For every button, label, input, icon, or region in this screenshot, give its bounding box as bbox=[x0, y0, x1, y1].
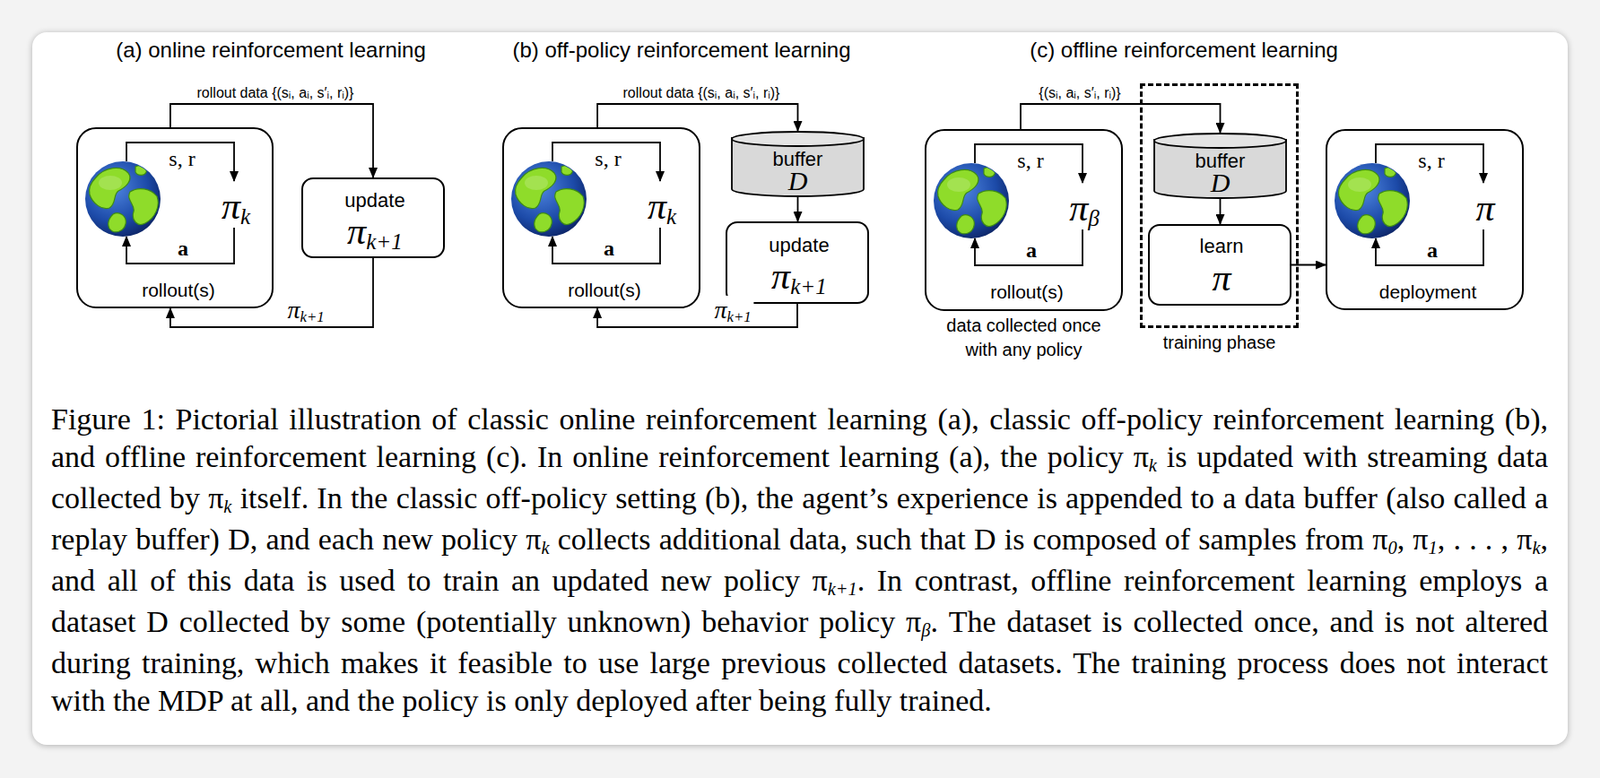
loop-arrow bbox=[552, 142, 661, 182]
subscript: 1 bbox=[1428, 538, 1438, 558]
connector-arrow bbox=[170, 104, 374, 178]
action-label: a bbox=[1426, 238, 1438, 264]
subscript: k+1 bbox=[827, 579, 858, 600]
box-label: rollout(s) bbox=[567, 279, 642, 302]
loop-arrow bbox=[552, 227, 661, 264]
cylinder-lid bbox=[731, 131, 864, 147]
state-reward-label: s, r bbox=[594, 147, 621, 173]
rollout-box: s, r πk a rollout(s) bbox=[76, 127, 274, 309]
policy-symbol: πk bbox=[647, 184, 677, 228]
note-label: data collected once with any policy bbox=[930, 313, 1119, 363]
loop-arrow bbox=[1375, 144, 1484, 183]
policy-symbol: πβ bbox=[1069, 186, 1100, 230]
dataset-symbol: D bbox=[1210, 167, 1231, 200]
edge-label: {(sᵢ, aᵢ, s′ᵢ, rᵢ)} bbox=[1036, 85, 1122, 102]
subscript: k+1 bbox=[790, 274, 827, 299]
loop-arrow bbox=[126, 142, 235, 182]
subscript: k bbox=[240, 204, 251, 229]
policy-symbol: πk bbox=[221, 184, 251, 228]
subscript: k bbox=[1148, 455, 1157, 476]
state-reward-label: s, r bbox=[1017, 148, 1044, 174]
action-label: a bbox=[603, 236, 615, 262]
box-label: rollout(s) bbox=[990, 281, 1064, 304]
region-label: training phase bbox=[1163, 332, 1277, 354]
subscript: k+1 bbox=[726, 308, 751, 326]
cylinder-lid bbox=[1154, 133, 1287, 148]
box-heading: learn bbox=[1200, 234, 1244, 258]
panel-title: (b) off-policy reinforcement learning bbox=[512, 37, 851, 63]
loop-arrow bbox=[974, 144, 1083, 183]
earth-globe bbox=[511, 161, 587, 237]
edge-label: rollout data {(sᵢ, aᵢ, s′ᵢ, rᵢ)} bbox=[195, 85, 357, 102]
box-heading: update bbox=[344, 189, 405, 212]
subscript: k+1 bbox=[365, 229, 403, 254]
loop-arrow bbox=[1375, 229, 1484, 266]
subscript: β bbox=[921, 620, 931, 641]
update-box: updateπk+1 bbox=[301, 177, 445, 259]
earth-globe bbox=[933, 163, 1009, 239]
policy-symbol: π bbox=[1211, 256, 1231, 300]
state-reward-label: s, r bbox=[1417, 148, 1444, 174]
rollout-box: s, r π a deployment bbox=[1325, 129, 1524, 311]
rollout-box: s, r πk a rollout(s) bbox=[502, 127, 701, 309]
buffer-cylinder: bufferD bbox=[1153, 132, 1287, 200]
edge-label: πk+1 bbox=[284, 295, 327, 325]
rollout-box: s, rπβarollout(s)data collected once wit… bbox=[924, 129, 1123, 312]
box-label: deployment bbox=[1379, 281, 1478, 304]
subscript: k bbox=[666, 204, 677, 229]
box-label: rollout(s) bbox=[141, 279, 216, 302]
policy-symbol: π bbox=[1475, 186, 1495, 230]
action-label: a bbox=[1026, 238, 1037, 264]
dataset-symbol: D bbox=[788, 165, 809, 198]
subscript: 0 bbox=[1387, 538, 1397, 558]
earth-globe bbox=[85, 161, 161, 237]
subscript: k bbox=[1531, 538, 1540, 558]
state-reward-label: s, r bbox=[168, 147, 195, 173]
edge-label: rollout data {(sᵢ, aᵢ, s′ᵢ, rᵢ)} bbox=[621, 85, 783, 102]
loop-arrow bbox=[974, 229, 1083, 266]
subscript: β bbox=[1087, 206, 1100, 231]
action-label: a bbox=[177, 236, 189, 262]
edge-label: πk+1 bbox=[711, 295, 754, 325]
panel-title: (a) online reinforcement learning bbox=[115, 37, 427, 63]
policy-symbol: πk+1 bbox=[347, 209, 403, 253]
subscript: k+1 bbox=[299, 308, 324, 326]
subscript: k bbox=[223, 496, 232, 517]
loop-arrow bbox=[126, 227, 235, 264]
learn-box: learnπ bbox=[1147, 224, 1292, 306]
update-box: updateπk+1 bbox=[725, 221, 870, 305]
buffer-cylinder: bufferD bbox=[730, 130, 865, 198]
figure-caption: Figure 1: Pictorial illustration of clas… bbox=[51, 400, 1548, 721]
panel-title: (c) offline reinforcement learning bbox=[1029, 37, 1339, 63]
training-phase-region: training phasebufferDlearnπ bbox=[1139, 83, 1299, 329]
box-heading: update bbox=[768, 234, 829, 257]
connector-arrow bbox=[1219, 199, 1222, 225]
policy-symbol: πk+1 bbox=[771, 254, 827, 298]
connector-arrow bbox=[797, 197, 800, 222]
earth-globe bbox=[1334, 163, 1410, 239]
subscript: k bbox=[540, 538, 549, 558]
